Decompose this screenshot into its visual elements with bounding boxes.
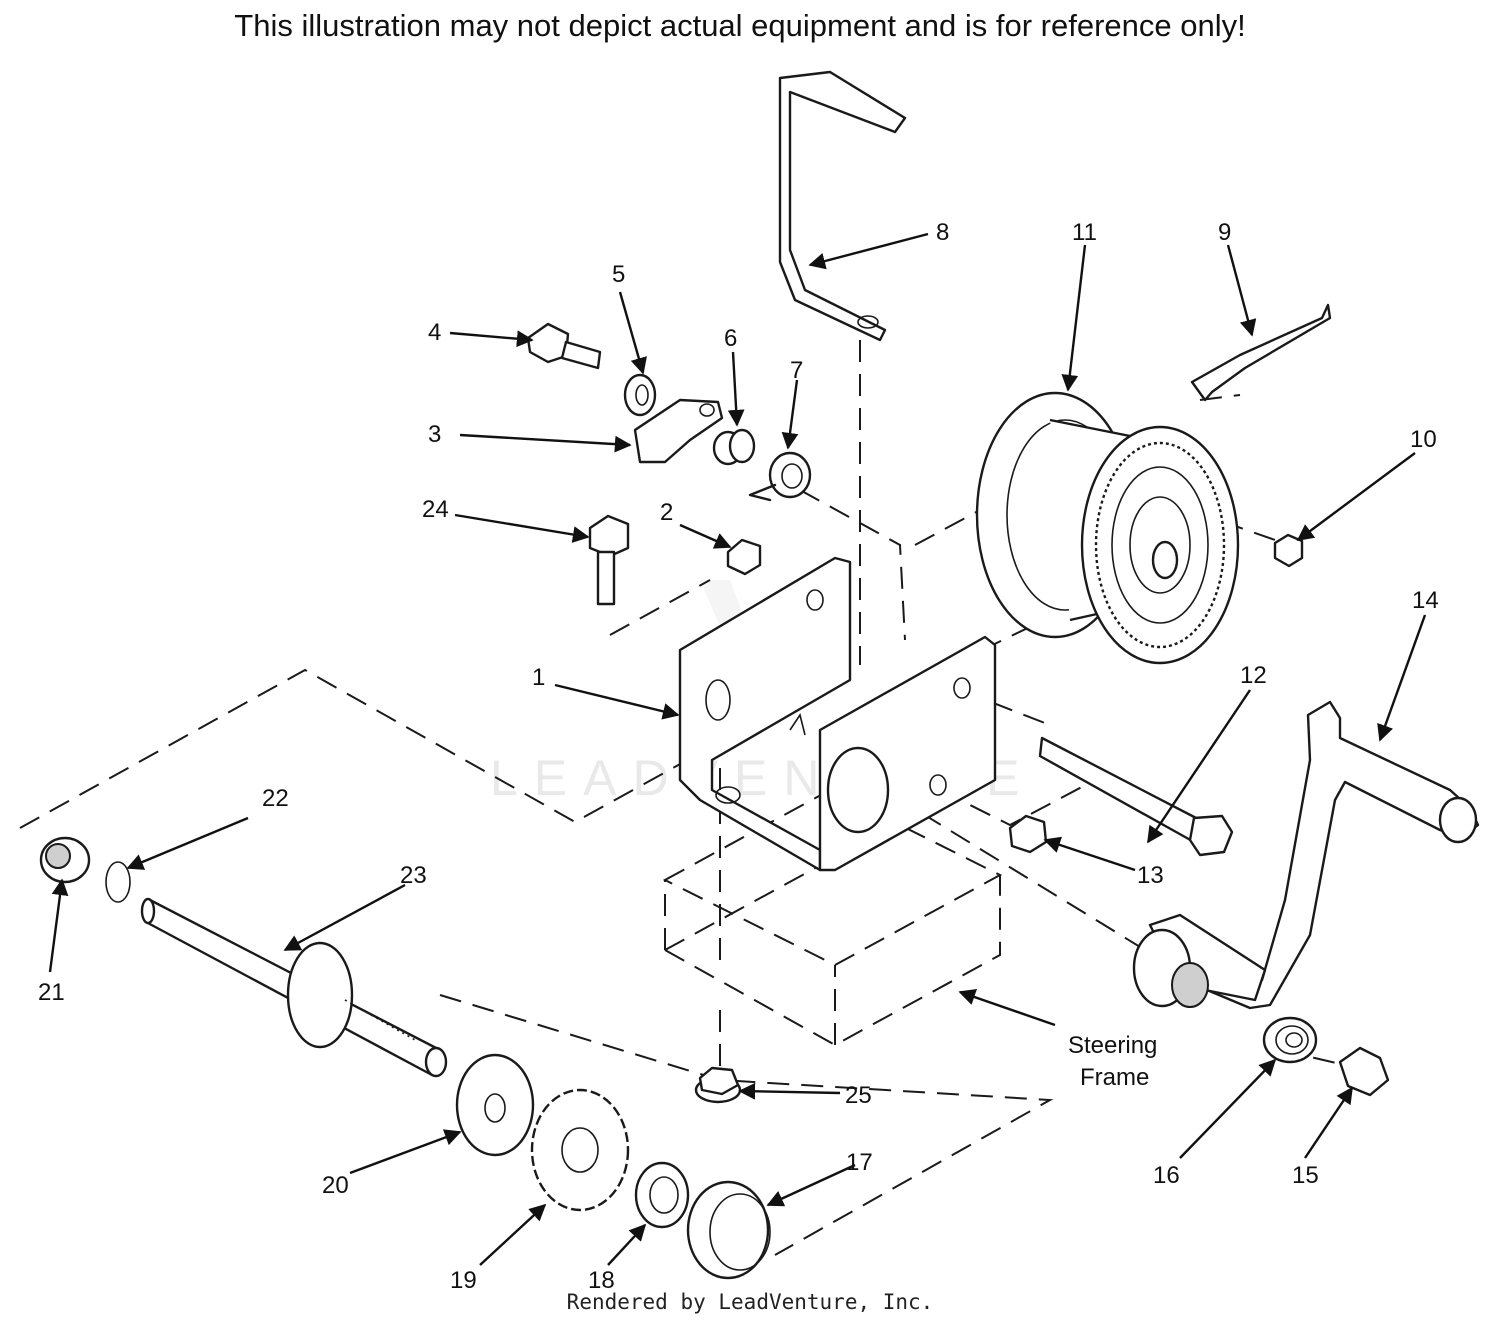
callout-23: 23 <box>400 862 427 889</box>
callout-25: 25 <box>845 1082 872 1109</box>
callout-24: 24 <box>422 496 449 523</box>
part-2-nut <box>726 538 762 576</box>
callout-leaders <box>48 232 1427 1266</box>
part-21-bushing <box>39 836 91 884</box>
part-11-drum-gear <box>975 391 1240 665</box>
part-14-crank <box>1132 700 1480 1010</box>
part-18-washer <box>634 1161 690 1229</box>
part-25-nut <box>694 1066 742 1104</box>
callout-10: 10 <box>1410 426 1437 453</box>
part-16-spring <box>1262 1016 1318 1064</box>
part-15-nut <box>1338 1046 1390 1097</box>
part-7-spring <box>748 451 812 502</box>
callout-8: 8 <box>936 219 949 246</box>
callout-13: 13 <box>1137 862 1164 889</box>
part-17-bushing <box>686 1180 771 1280</box>
callout-22: 22 <box>262 785 289 812</box>
part-12-pin <box>1038 736 1234 857</box>
callout-11: 11 <box>1072 219 1097 246</box>
callout-14: 14 <box>1412 587 1439 614</box>
callout-6: 6 <box>724 325 737 352</box>
callout-16: 16 <box>1153 1162 1180 1189</box>
part-24-bolt <box>588 514 630 606</box>
callout-18: 18 <box>588 1267 615 1294</box>
callout-15: 15 <box>1292 1162 1319 1189</box>
part-22-snap-ring <box>105 861 131 903</box>
callout-21: 21 <box>38 979 65 1006</box>
part-10-nut <box>1273 533 1304 568</box>
part-23-shaft <box>140 897 448 1078</box>
steering-frame-label-line2: Frame <box>1080 1064 1149 1091</box>
callout-numbers: 1 2 3 4 5 6 7 8 9 10 11 12 13 14 15 16 1… <box>38 219 1439 1294</box>
disclaimer-text: This illustration may not depict actual … <box>234 8 1246 43</box>
part-8-bracket <box>778 70 907 342</box>
callout-3: 3 <box>428 421 441 448</box>
callout-1: 1 <box>532 664 545 691</box>
part-4-bolt <box>526 322 602 370</box>
part-5-washer <box>623 373 657 417</box>
part-19-sprocket <box>530 1088 630 1212</box>
callout-12: 12 <box>1240 662 1267 689</box>
callout-5: 5 <box>612 261 625 288</box>
footer-credit: Rendered by LeadVenture, Inc. <box>566 1290 934 1314</box>
part-1-main-plate <box>678 556 997 872</box>
callout-2: 2 <box>660 499 673 526</box>
callout-20: 20 <box>322 1172 349 1199</box>
callout-9: 9 <box>1218 219 1231 246</box>
part-3-pawl <box>633 398 724 464</box>
steering-frame-label-line1: Steering <box>1068 1032 1157 1059</box>
callout-4: 4 <box>428 319 441 346</box>
part-9-handle-rod <box>1190 303 1332 402</box>
callout-7: 7 <box>790 357 803 384</box>
callout-19: 19 <box>450 1267 477 1294</box>
part-20-washer <box>455 1053 535 1157</box>
callout-17: 17 <box>846 1149 873 1176</box>
part-6-bushing <box>712 428 756 466</box>
